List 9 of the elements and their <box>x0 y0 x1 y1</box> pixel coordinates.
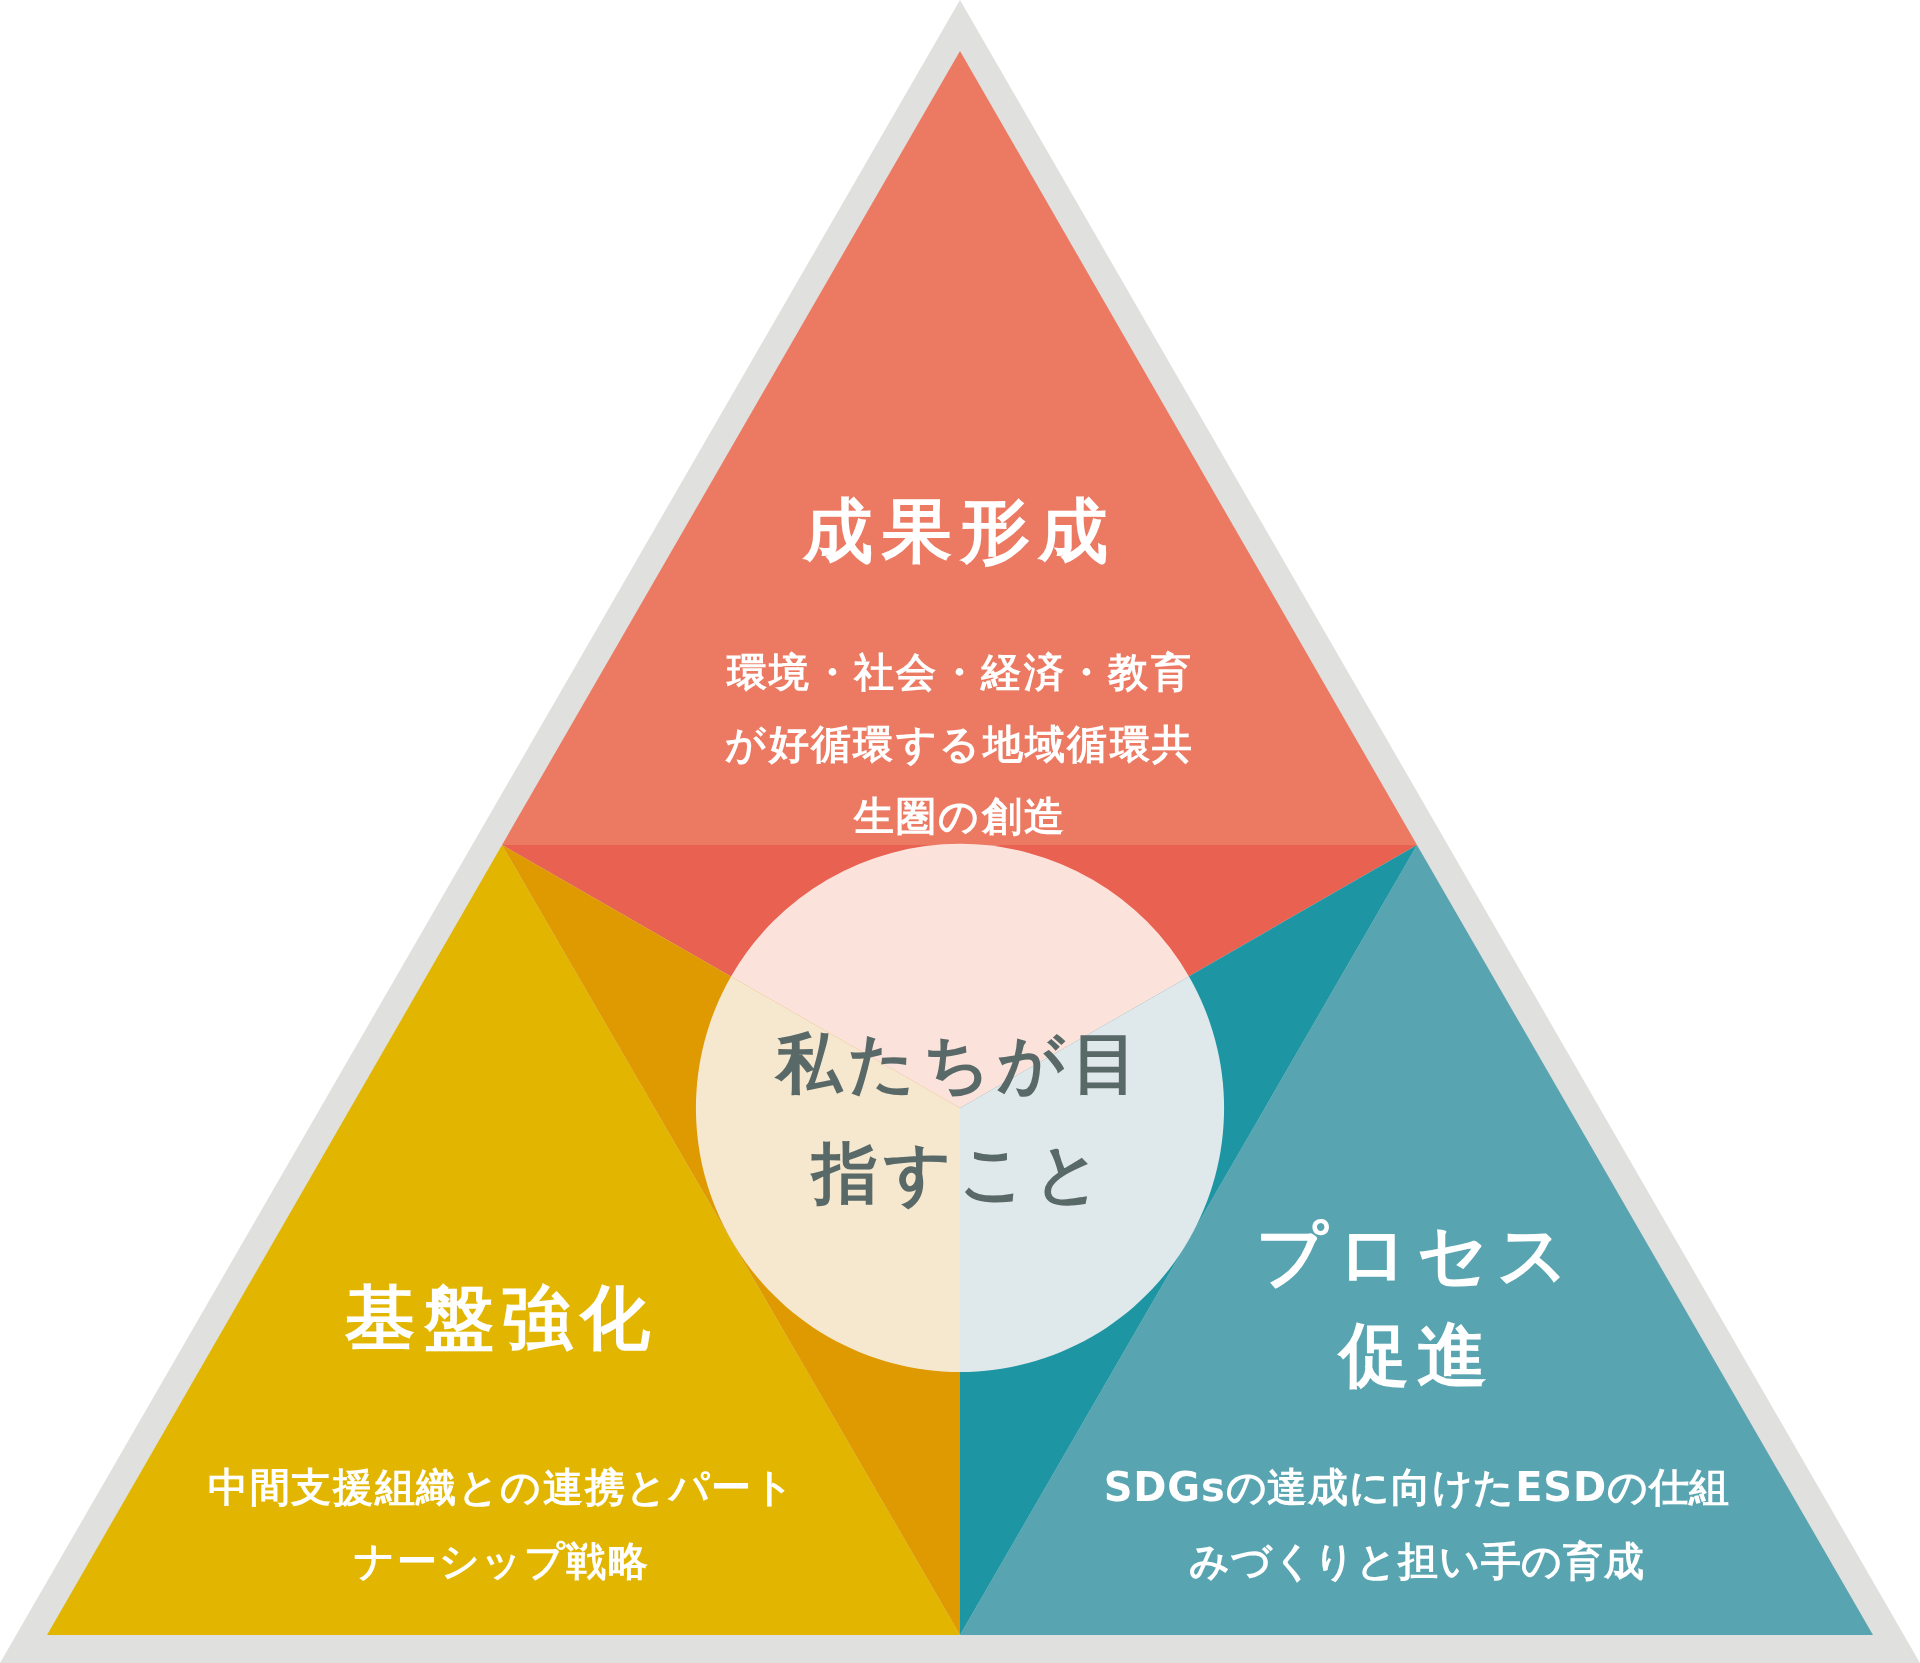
description: 環境・社会・経済・教育が好循環する地域循環共生圏の創造 <box>724 648 1196 841</box>
center-label: 私たちが目指すこと <box>773 1024 1146 1214</box>
heading: プロセス促進 <box>1255 1213 1579 1398</box>
heading: 基盤強化 <box>344 1276 660 1361</box>
heading: 成果形成 <box>801 489 1118 574</box>
triangle-segment <box>502 51 1417 845</box>
center-circle <box>696 844 1224 1372</box>
description: 中間支援組織との連携とパートナーシップ戦略 <box>207 1463 797 1586</box>
description: SDGsの達成に向けたESDの仕組みづくりと担い手の育成 <box>1102 1463 1732 1586</box>
